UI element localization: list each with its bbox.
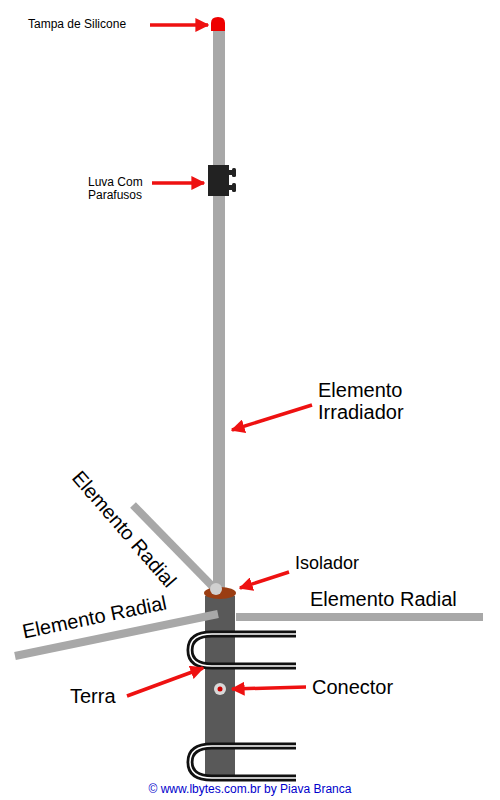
part-label: Tampa de Silicone bbox=[28, 18, 126, 31]
callout-arrow bbox=[232, 687, 306, 689]
part-label: Conector bbox=[312, 676, 393, 698]
callout-arrow bbox=[150, 23, 208, 27]
u-bolt bbox=[190, 746, 296, 778]
radial-element bbox=[236, 613, 483, 621]
callout-arrow bbox=[127, 668, 203, 696]
sleeve bbox=[208, 165, 229, 196]
connector-pin bbox=[218, 687, 223, 692]
part-label: Elemento Radial bbox=[20, 591, 168, 642]
silicone-cap bbox=[211, 17, 225, 31]
part-label: Luva Com Parafusos bbox=[88, 176, 158, 202]
copyright-note: © www.lbytes.com.br by Piava Branca bbox=[149, 783, 352, 796]
callout-arrow bbox=[152, 181, 204, 185]
u-bolt-highlight bbox=[190, 634, 296, 666]
u-bolt bbox=[190, 634, 296, 666]
screw bbox=[232, 183, 236, 192]
connector bbox=[214, 683, 226, 695]
radial-joint bbox=[210, 583, 222, 595]
screw bbox=[232, 168, 236, 177]
part-label: Elemento Radial bbox=[310, 588, 457, 610]
callout-arrow bbox=[240, 572, 289, 588]
part-label: Elemento Irradiador bbox=[318, 379, 418, 423]
part-label: Terra bbox=[70, 685, 116, 707]
u-bolt-highlight bbox=[190, 746, 296, 778]
radiator-element bbox=[213, 28, 225, 592]
part-label: Isolador bbox=[295, 554, 359, 574]
part-label: Elemento Radial bbox=[68, 466, 181, 591]
ground-mast bbox=[205, 596, 235, 780]
callout-arrow bbox=[232, 405, 312, 430]
